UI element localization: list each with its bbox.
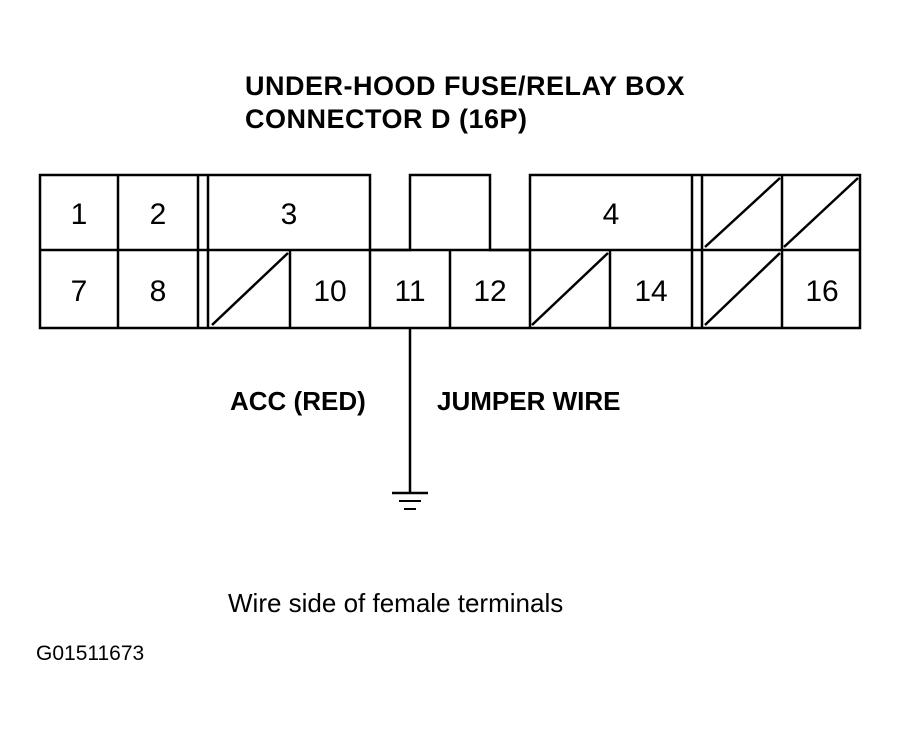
acc-label: ACC (RED) — [230, 386, 366, 416]
terminal-14-label: 14 — [634, 275, 667, 308]
terminal-4-label: 4 — [603, 198, 620, 231]
terminal-8-label: 8 — [150, 275, 167, 308]
terminal-1-label: 1 — [71, 198, 88, 231]
title-line-1: UNDER-HOOD FUSE/RELAY BOX — [245, 71, 686, 101]
terminal-10-label: 10 — [313, 275, 346, 308]
unused-cavity-diagonal — [531, 252, 609, 326]
terminal-11-label: 11 — [394, 275, 425, 308]
caption: Wire side of female terminals — [228, 588, 564, 618]
unused-cavity-diagonal — [783, 177, 859, 248]
terminal-16-label: 16 — [805, 275, 838, 308]
terminal-12-label: 12 — [473, 275, 506, 308]
jumper-wire-label: JUMPER WIRE — [437, 386, 621, 416]
diagram-title: UNDER-HOOD FUSE/RELAY BOX CONNECTOR D (1… — [245, 70, 685, 136]
title-line-2: CONNECTOR D (16P) — [245, 104, 528, 134]
unused-cavity-diagonal — [704, 177, 781, 248]
unused-cavity-diagonal — [704, 252, 781, 326]
terminal-3-label: 3 — [281, 198, 298, 231]
unused-cavity-diagonal — [211, 252, 289, 326]
terminal-2-label: 2 — [150, 198, 167, 231]
terminal-7-label: 7 — [71, 275, 88, 308]
figure-id: G01511673 — [36, 642, 145, 665]
